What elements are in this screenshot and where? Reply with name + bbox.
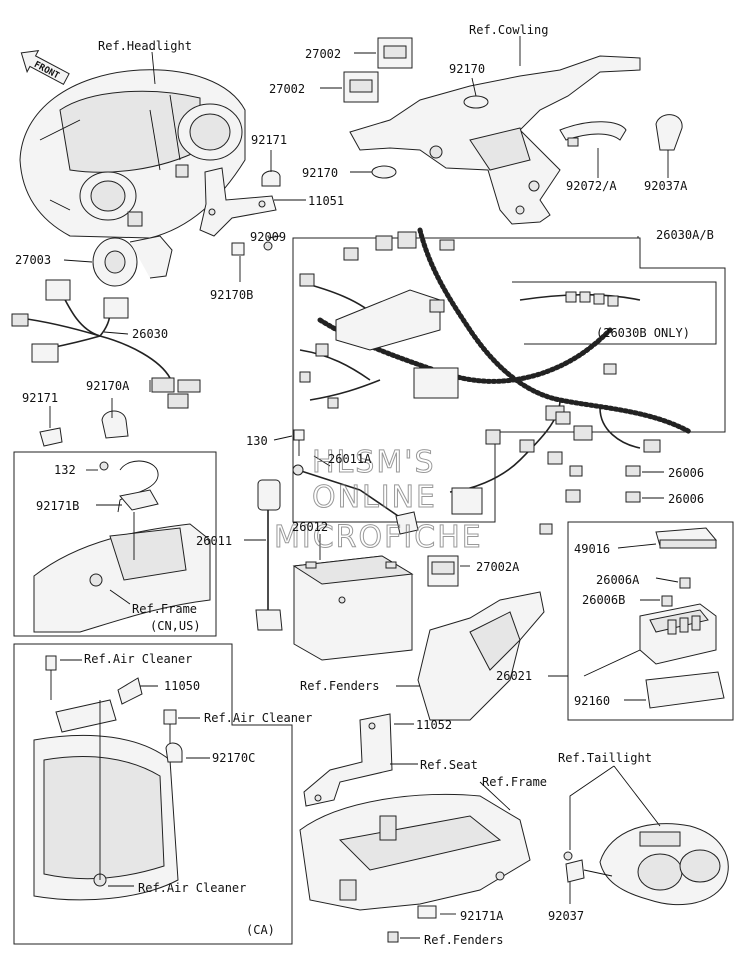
label-92037: 92037 bbox=[548, 909, 584, 923]
clamp-92171a bbox=[417, 905, 437, 919]
relay-27002-lower bbox=[343, 71, 379, 103]
screw-92009 bbox=[263, 235, 281, 251]
label-92171b: 92171B bbox=[36, 499, 79, 513]
label-130: 130 bbox=[246, 434, 268, 448]
label-26012: 26012 bbox=[292, 520, 328, 534]
label-cnus: (CN,US) bbox=[150, 619, 201, 633]
watermark-line-1: HLSM'S bbox=[312, 445, 436, 480]
band-92072a bbox=[559, 121, 627, 147]
connector-26006-upper bbox=[625, 465, 641, 477]
clamp-92170-lower bbox=[371, 165, 397, 179]
label-92160: 92160 bbox=[574, 694, 610, 708]
battery-26012 bbox=[292, 555, 414, 661]
label-ref-cowling: Ref.Cowling bbox=[469, 23, 548, 37]
label-ref-taillight: Ref.Taillight bbox=[558, 751, 652, 765]
fuse-26006b bbox=[661, 595, 673, 607]
label-ref-fenders-2: Ref.Fenders bbox=[424, 933, 503, 947]
label-92171-top: 92171 bbox=[251, 133, 287, 147]
label-92037a: 92037A bbox=[644, 179, 688, 193]
label-27003: 27003 bbox=[15, 253, 51, 267]
watermark-line-2: ONLINE bbox=[312, 480, 437, 515]
label-ref-fenders-1: Ref.Fenders bbox=[300, 679, 379, 693]
fuse-26006a bbox=[679, 577, 691, 589]
clamp-92170b bbox=[231, 242, 245, 256]
label-ref-air-cleaner-3: Ref.Air Cleaner bbox=[138, 881, 246, 895]
bracket-11051 bbox=[199, 167, 277, 237]
label-92170b: 92170B bbox=[210, 288, 253, 302]
rear-frame bbox=[299, 793, 531, 911]
seat-bracket-11052 bbox=[303, 713, 393, 807]
battery-cable-26011 bbox=[255, 479, 283, 631]
label-92171-left: 92171 bbox=[22, 391, 58, 405]
label-26011a: 26011A bbox=[328, 452, 372, 466]
fender-liner bbox=[417, 591, 545, 721]
fuse-cover-49016 bbox=[655, 527, 717, 549]
label-26006-upper: 26006 bbox=[668, 466, 704, 480]
label-49016: 49016 bbox=[574, 542, 610, 556]
ca-box bbox=[13, 643, 293, 945]
fuse-cover-92160 bbox=[645, 671, 725, 709]
label-92171a: 92171A bbox=[460, 909, 504, 923]
battery-cable-26011a bbox=[292, 464, 419, 535]
connector-26006-lower bbox=[625, 491, 641, 503]
label-ca: (CA) bbox=[246, 923, 275, 937]
headlight-assembly bbox=[19, 69, 246, 239]
ca-inset bbox=[33, 655, 183, 901]
relay-box-outline bbox=[567, 521, 734, 721]
clamp-92171-left bbox=[39, 427, 63, 447]
harness-26030 bbox=[11, 279, 201, 409]
label-92009: 92009 bbox=[250, 230, 286, 244]
label-92170-lower: 92170 bbox=[302, 166, 338, 180]
label-92170c: 92170C bbox=[212, 751, 255, 765]
cnus-frame-inset bbox=[33, 460, 211, 633]
clamp-92037 bbox=[563, 851, 613, 883]
label-26006-lower: 26006 bbox=[668, 492, 704, 506]
relay-27002a bbox=[427, 555, 459, 587]
label-26006b: 26006B bbox=[582, 593, 625, 607]
label-132: 132 bbox=[54, 463, 76, 477]
watermark: HLSM'S ONLINE MICROFICHE bbox=[274, 445, 483, 556]
cnus-frame-box bbox=[13, 451, 217, 637]
label-26030: 26030 bbox=[132, 327, 168, 341]
bolt-130 bbox=[293, 429, 305, 456]
relay-27002-upper bbox=[377, 37, 413, 69]
label-11051: 11051 bbox=[308, 194, 344, 208]
label-ref-air-cleaner-2: Ref.Air Cleaner bbox=[204, 711, 312, 725]
harness-b-subbox bbox=[512, 281, 717, 345]
label-26006a: 26006A bbox=[596, 573, 640, 587]
label-ref-seat: Ref.Seat bbox=[420, 758, 478, 772]
horn-part bbox=[92, 235, 173, 287]
clamp-92170-upper bbox=[463, 95, 489, 109]
label-ref-frame-cnus: Ref.Frame bbox=[132, 602, 197, 616]
label-92072a: 92072/A bbox=[566, 179, 617, 193]
label-26030ab: 26030A/B bbox=[656, 228, 714, 242]
watermark-line-3: MICROFICHE bbox=[274, 520, 483, 555]
taillight-assembly bbox=[599, 823, 729, 906]
label-26030b-only: (26030B ONLY) bbox=[596, 326, 690, 340]
clamp-92037a bbox=[655, 114, 683, 151]
label-11050: 11050 bbox=[164, 679, 200, 693]
label-92170a: 92170A bbox=[86, 379, 130, 393]
clamp-92171-top bbox=[261, 170, 281, 187]
fuse-box-26021 bbox=[639, 603, 717, 665]
label-27002-lower: 27002 bbox=[269, 82, 305, 96]
label-27002-upper: 27002 bbox=[305, 47, 341, 61]
cowling-stay bbox=[349, 55, 641, 225]
label-26021: 26021 bbox=[496, 669, 532, 683]
label-ref-headlight: Ref.Headlight bbox=[98, 39, 192, 53]
bolt-fenders bbox=[387, 931, 399, 943]
clamp-92170a bbox=[101, 410, 129, 439]
label-92170-upper: 92170 bbox=[449, 62, 485, 76]
front-arrow: FRONT bbox=[20, 49, 70, 85]
label-27002a: 27002A bbox=[476, 560, 520, 574]
label-ref-air-cleaner-1: Ref.Air Cleaner bbox=[84, 652, 192, 666]
label-ref-frame: Ref.Frame bbox=[482, 775, 547, 789]
label-11052: 11052 bbox=[416, 718, 452, 732]
label-26011: 26011 bbox=[196, 534, 232, 548]
main-harness-26030ab bbox=[299, 227, 693, 535]
